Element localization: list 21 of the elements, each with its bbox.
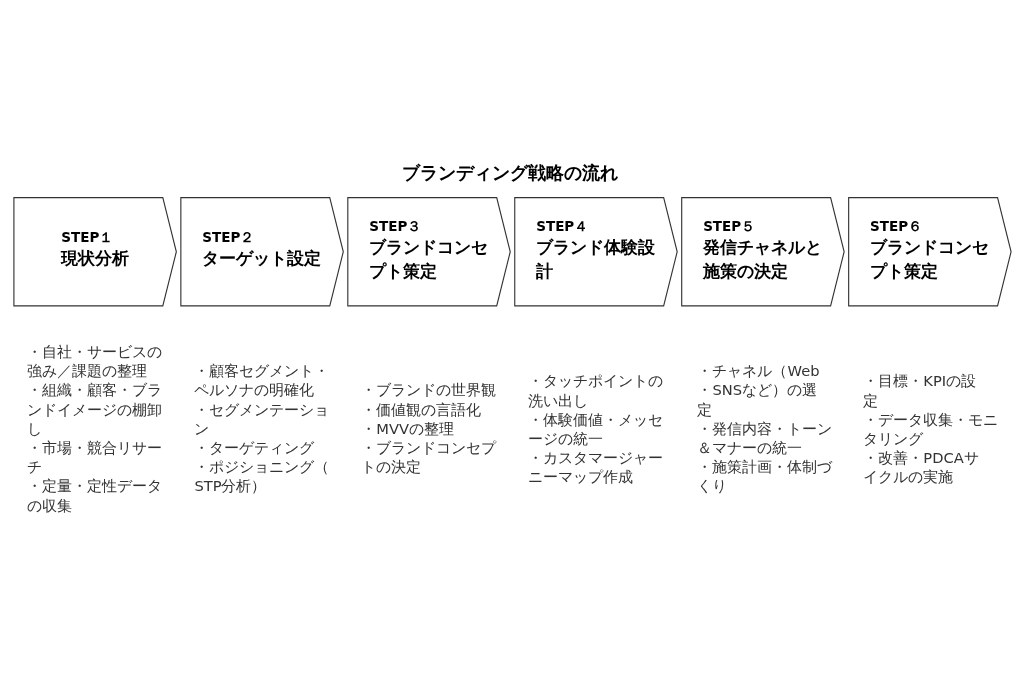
- node-label: ・ブランドコンセプトの決定: [360, 438, 496, 475]
- node-label: ・カスタマージャーニーマップ作成: [527, 448, 663, 485]
- node-label: ・発信内容・トーン＆マナーの統一: [697, 419, 832, 456]
- node-label: ・自社・サービスの強み／課題の整理: [26, 342, 162, 379]
- node-label: ・体験価値・メッセージの統一: [527, 410, 663, 447]
- node-label: ・組織・顧客・ブランドイメージの棚卸し: [26, 380, 162, 437]
- node-label: ・チャネル（Web・SNSなど）の選定: [697, 361, 819, 418]
- node-label: ・定量・定性データの収集: [26, 476, 162, 514]
- node-label: ・顧客セグメント・ペルソナの明確化: [193, 361, 329, 398]
- node-label: ・ブランドの世界観・価値観の言語化: [360, 380, 496, 418]
- node-label: ・MVVの整理: [360, 419, 454, 437]
- node-label: ・市場・競合リサーチ: [26, 438, 162, 475]
- node-label: ・施策計画・体制づくり: [697, 457, 832, 494]
- node-label: ・ターゲティング: [193, 438, 314, 456]
- node-label: ・セグメンテーション: [193, 400, 329, 437]
- node-label: ・目標・KPIの設定: [862, 371, 976, 409]
- node-label: ・改善・PDCAサイクルの実施: [862, 448, 979, 485]
- node-label: ・タッチポイントの洗い出し: [527, 371, 663, 409]
- node-label: ・ポジショニング（STP分析）: [193, 457, 329, 494]
- diagram-title: ブランディング戦略の流れ: [401, 161, 618, 183]
- node-label: ・データ収集・モニタリング: [862, 410, 998, 447]
